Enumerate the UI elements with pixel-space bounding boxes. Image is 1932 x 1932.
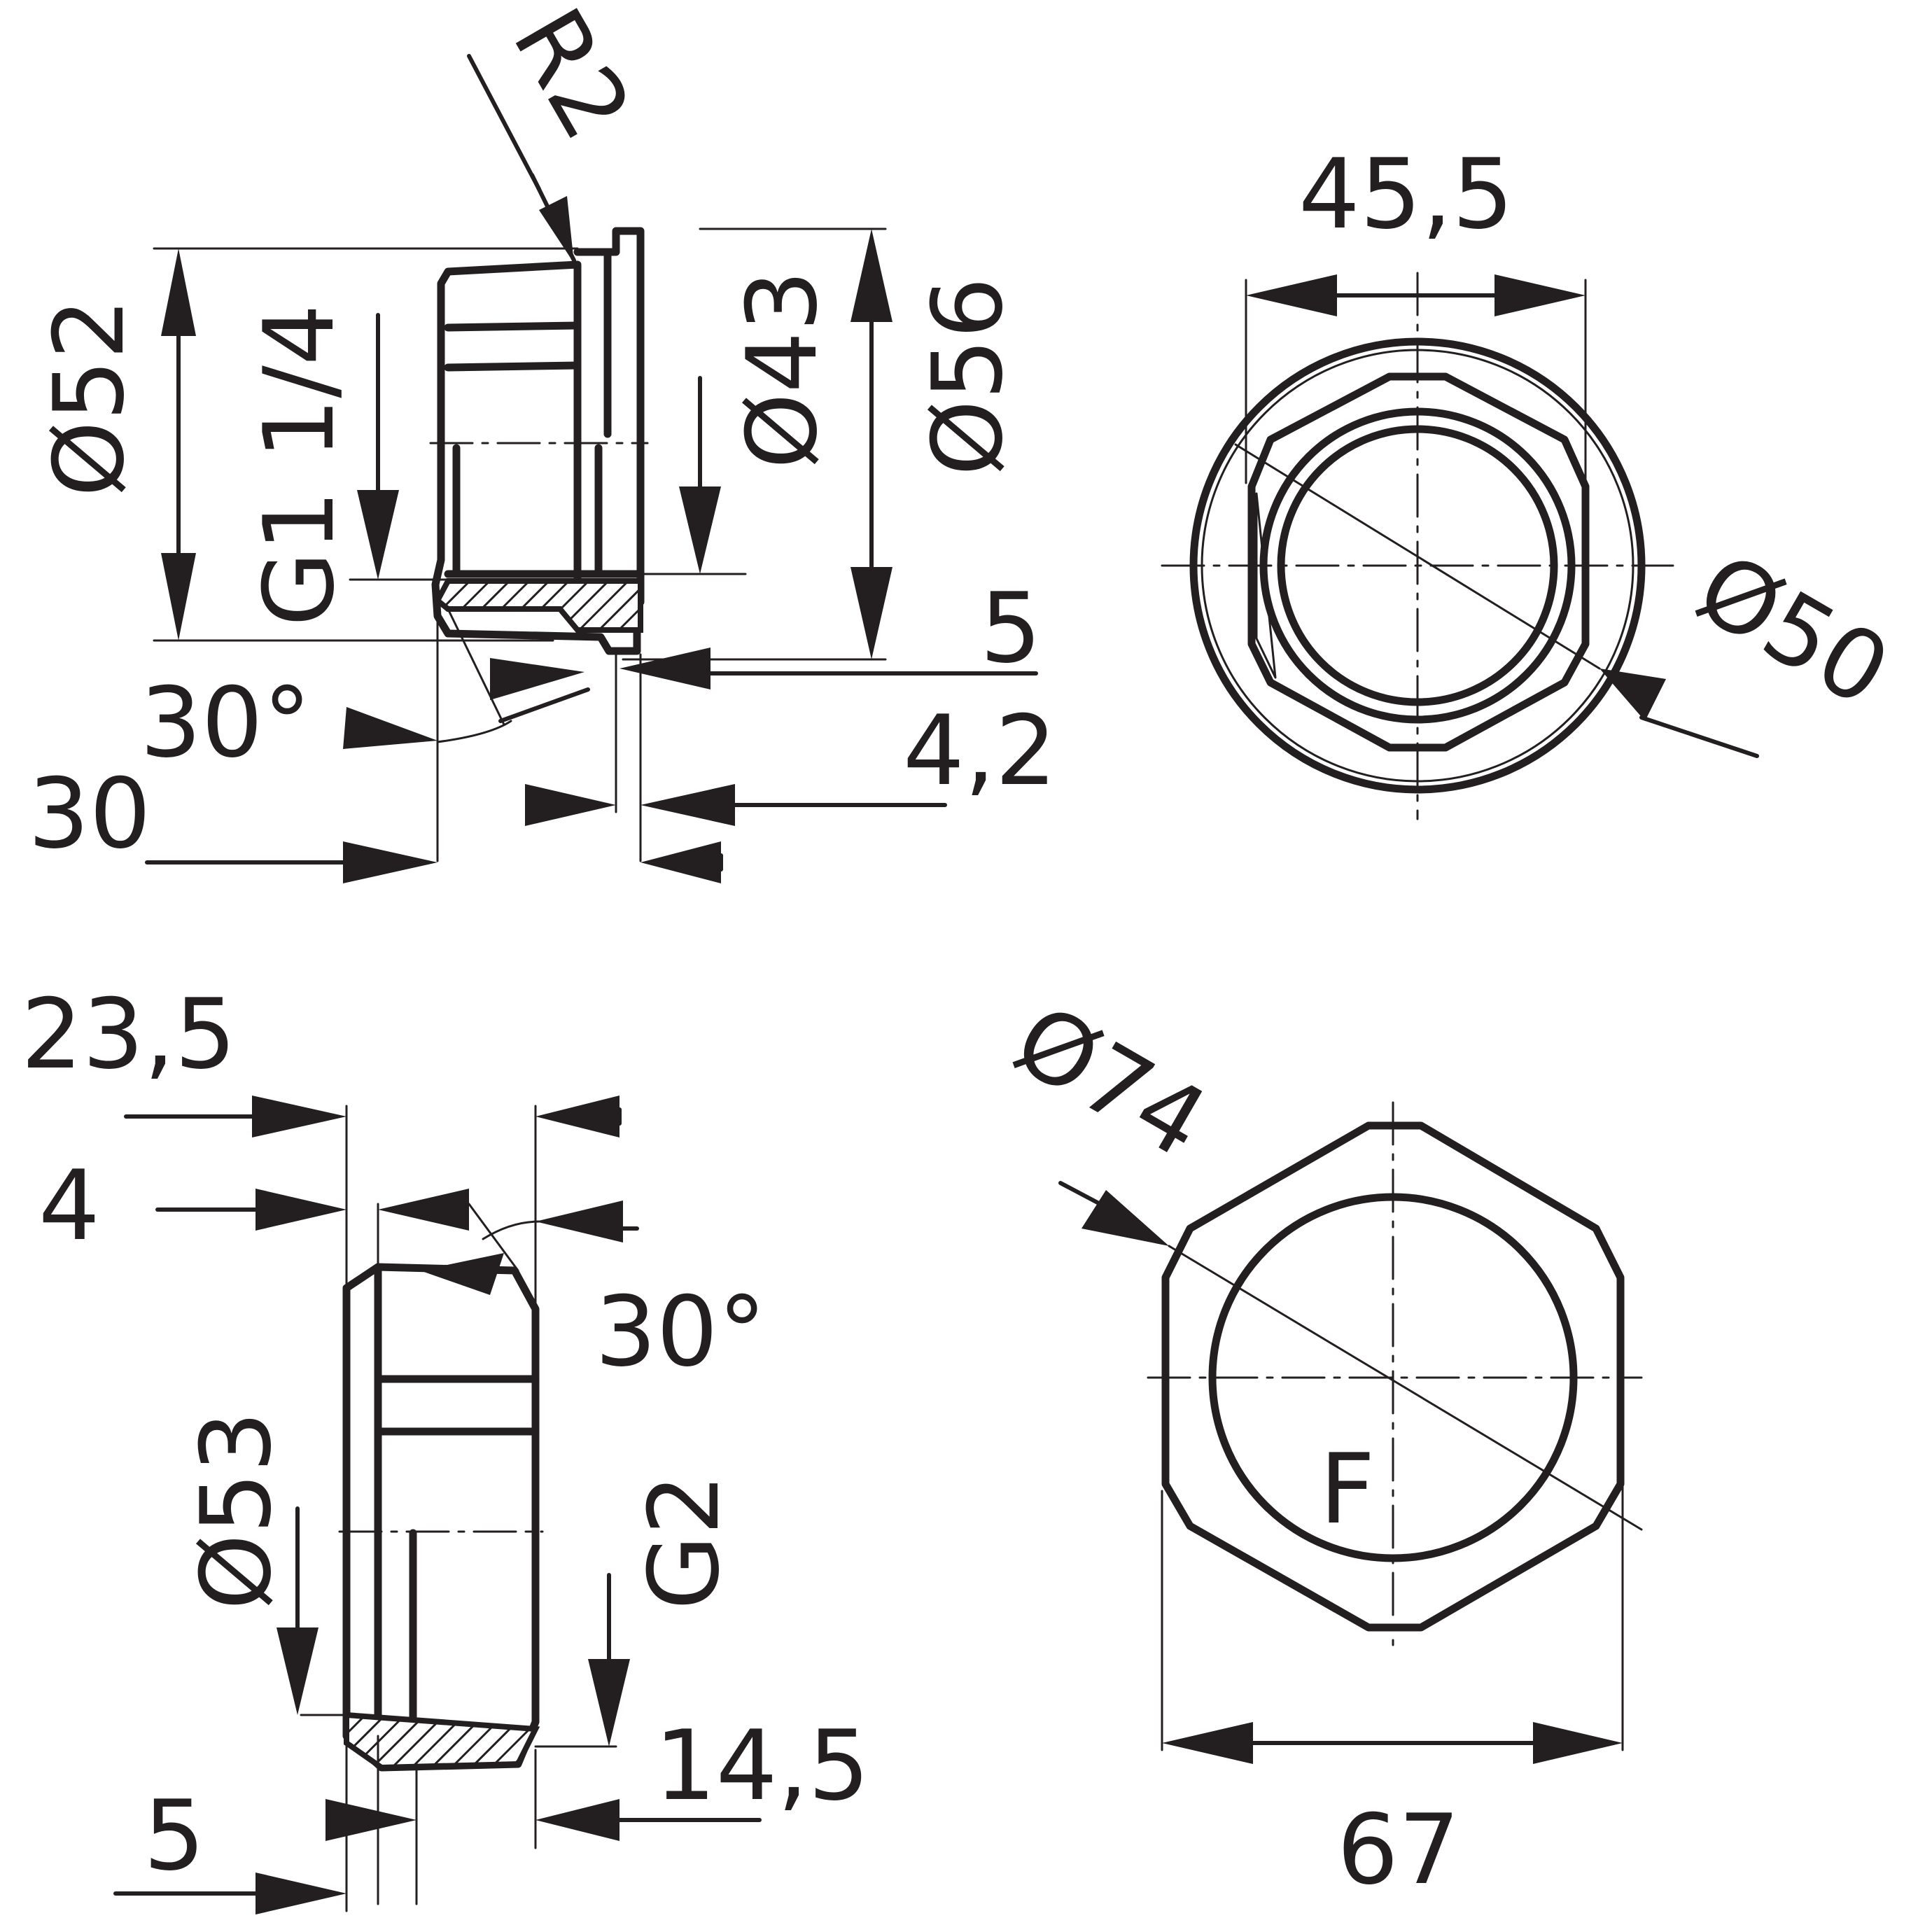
hexagon-top-view	[1247, 372, 1590, 752]
label-angle-bottom: 30°	[595, 1275, 766, 1388]
top-right-end-view	[1161, 272, 1759, 820]
label-thread-bottom: G2	[628, 1474, 741, 1610]
label-w-67: 67	[1337, 1793, 1460, 1906]
label-len-30: 30	[28, 757, 151, 870]
top-left-section-view	[145, 54, 1038, 883]
label-w-45-5: 45,5	[1298, 138, 1513, 251]
thread-line	[444, 321, 582, 332]
label-len-4-2: 4,2	[903, 694, 1056, 807]
label-d50: Ø50	[1679, 531, 1908, 729]
label-len-23-5: 23,5	[21, 978, 236, 1091]
label-angle-top: 30°	[140, 666, 312, 779]
bottom-left-section-view	[113, 1096, 762, 1914]
label-thread-top: G1 1/4	[243, 304, 356, 626]
label-d43: Ø43	[726, 270, 839, 469]
label-len-14-5: 14,5	[654, 1709, 869, 1822]
label-len-5-bottom: 5	[144, 1779, 205, 1892]
section-hatch	[433, 578, 643, 633]
bottom-right-end-view	[1058, 1101, 1643, 1764]
label-d52: Ø52	[33, 298, 146, 497]
label-d74: Ø74	[997, 983, 1226, 1180]
dimension-labels: R2 G1 1/4 Ø52 Ø43 Ø56 30° 30 5 4,2 45,5 …	[21, 0, 1907, 1906]
label-len-4: 4	[38, 1149, 100, 1262]
label-marking-f: F	[1320, 1433, 1375, 1546]
label-r2: R2	[491, 0, 652, 158]
label-d53: Ø53	[180, 1411, 293, 1610]
thread-line	[444, 361, 582, 372]
label-d56: Ø56	[911, 277, 1024, 476]
label-len-5-top: 5	[980, 572, 1042, 685]
section-hatch	[344, 1712, 540, 1771]
hexagon-bottom-view	[1161, 1121, 1625, 1632]
adapter-flange	[573, 227, 645, 606]
